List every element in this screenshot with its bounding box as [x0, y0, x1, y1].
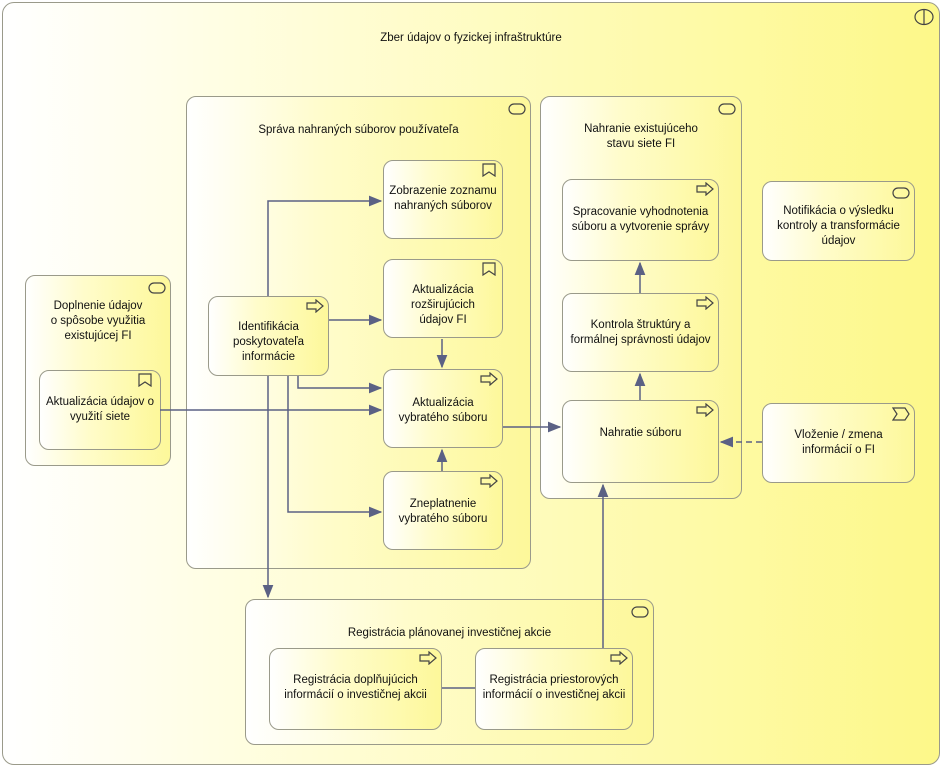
- node-zobrazenie-zoznamu-label: Zobrazenie zoznamu nahraných súborov: [383, 184, 503, 214]
- node-label-line: Registrácia priestorových: [489, 674, 619, 686]
- node-label-line: informácií o investičnej akcii: [284, 689, 427, 701]
- rounded-rect-icon: [148, 282, 166, 294]
- node-label-line: kontroly a transformácie: [777, 220, 900, 232]
- process-arrow-icon: [480, 474, 498, 488]
- node-label-line: Aktualizácia: [412, 397, 474, 409]
- node-kontrola-struktury[interactable]: [562, 293, 719, 372]
- node-nahratie-suboru-label: Nahratie súboru: [599, 427, 682, 439]
- node-label-line: Aktualizácia: [412, 284, 474, 296]
- group-title-line: stavu siete FI: [606, 138, 676, 150]
- process-arrow-icon: [306, 299, 324, 313]
- process-arrow-icon: [696, 182, 714, 196]
- rounded-rect-icon: [718, 103, 736, 115]
- node-registracia-priestorovych[interactable]: [475, 648, 633, 730]
- node-label-line: súboru a vytvorenie správy: [571, 221, 710, 233]
- rounded-rect-icon: [508, 103, 526, 115]
- node-label-line: Zobrazenie zoznamu: [389, 185, 497, 197]
- application-component-icon: [914, 8, 934, 26]
- node-label-line: vybratého súboru: [398, 412, 488, 424]
- node-label-line: Registrácia doplňujúcich: [293, 674, 418, 686]
- node-aktualizacia-udajov-o-vyuziti[interactable]: [39, 370, 161, 450]
- process-arrow-icon: [696, 403, 714, 417]
- rounded-rect-icon: [631, 606, 649, 618]
- group-doplnenie-udajov-title-line: existujúcej FI: [64, 330, 132, 342]
- node-aktualizacia-rozsirujucich-label: Aktualizácia rozširujúcich údajov FI: [383, 283, 503, 328]
- process-arrow-icon: [419, 651, 437, 665]
- node-notifikacia-o-vysledku[interactable]: [762, 181, 915, 261]
- node-label-line: nahraných súborov: [394, 200, 492, 212]
- node-label-line: Notifikácia o výsledku: [783, 205, 894, 217]
- group-doplnenie-udajov-title-line: Doplnenie údajov: [53, 300, 143, 312]
- group-nahranie-existujuceho-stavu-title: Nahranie existujúceho stavu siete FI: [540, 122, 742, 152]
- node-label-line: informácií o FI: [802, 444, 875, 456]
- group-title-line: Nahranie existujúceho: [584, 123, 698, 135]
- node-registracia-doplnujucich-label: Registrácia doplňujúcich informácií o in…: [269, 673, 442, 703]
- node-vlozenie-zmena-label: Vloženie / zmena informácií o FI: [762, 428, 915, 458]
- node-label-line: poskytovateľa: [232, 336, 305, 348]
- node-kontrola-struktury-label: Kontrola štruktúry a formálnej správnost…: [562, 318, 719, 348]
- bookmark-icon: [482, 163, 496, 177]
- node-nahratie-suboru[interactable]: [562, 400, 719, 483]
- event-icon: [892, 407, 910, 421]
- node-label-line: údajov: [821, 235, 856, 247]
- node-spracovanie-vyhodnotenia[interactable]: [562, 179, 719, 261]
- node-label-line: informácií o investičnej akcii: [482, 689, 626, 701]
- node-label-line: rozširujúcich: [411, 299, 475, 311]
- node-registracia-priestorovych-label: Registrácia priestorových informácií o i…: [475, 673, 633, 703]
- rounded-rect-icon: [892, 187, 910, 199]
- node-label-line: Zneplatnenie: [409, 498, 477, 510]
- node-registracia-doplnujucich[interactable]: [269, 648, 442, 730]
- bookmark-icon: [482, 262, 496, 276]
- node-label-line: Spracovanie vyhodnotenia: [572, 206, 709, 218]
- bookmark-icon: [138, 373, 152, 387]
- group-doplnenie-udajov-title: Doplnenie údajov o spôsobe využitia exis…: [25, 299, 171, 344]
- node-aktualizacia-udajov-o-vyuziti-label: Aktualizácia údajov o využití siete: [39, 395, 161, 425]
- group-doplnenie-udajov-title-line: o spôsobe využitia: [50, 315, 146, 327]
- node-label-line: formálnej správnosti údajov: [570, 334, 711, 346]
- outer-frame-title: Zber údajov o fyzickej infraštruktúre: [380, 32, 562, 44]
- node-label-line: Vloženie / zmena: [794, 429, 883, 441]
- group-sprava-nahranych-suborov-title: Správa nahraných súborov používateľa: [258, 124, 459, 136]
- node-label-line: Aktualizácia údajov o: [45, 396, 155, 408]
- node-notifikacia-o-vysledku-label: Notifikácia o výsledku kontroly a transf…: [762, 204, 915, 249]
- node-label-line: informácie: [241, 351, 296, 363]
- node-spracovanie-vyhodnotenia-label: Spracovanie vyhodnotenia súboru a vytvor…: [562, 205, 719, 235]
- group-registracia-planovanej-akcie-title: Registrácia plánovanej investičnej akcie: [347, 627, 552, 639]
- node-vlozenie-zmena[interactable]: [762, 403, 915, 483]
- node-aktualizacia-vybrateho-suboru-label: Aktualizácia vybratého súboru: [383, 396, 503, 426]
- process-arrow-icon: [696, 296, 714, 310]
- node-label-line: vybratého súboru: [398, 513, 488, 525]
- node-label-line: údajov FI: [419, 314, 467, 326]
- process-arrow-icon: [480, 372, 498, 386]
- process-arrow-icon: [610, 651, 628, 665]
- node-label-line: využití siete: [69, 411, 131, 423]
- node-label-line: Kontrola štruktúry a: [590, 319, 691, 331]
- node-identifikacia-poskytovatela-label: Identifikácia poskytovateľa informácie: [208, 320, 329, 365]
- node-label-line: Identifikácia: [238, 321, 299, 333]
- node-zneplatnenie-vybrateho-suboru-label: Zneplatnenie vybratého súboru: [383, 497, 503, 527]
